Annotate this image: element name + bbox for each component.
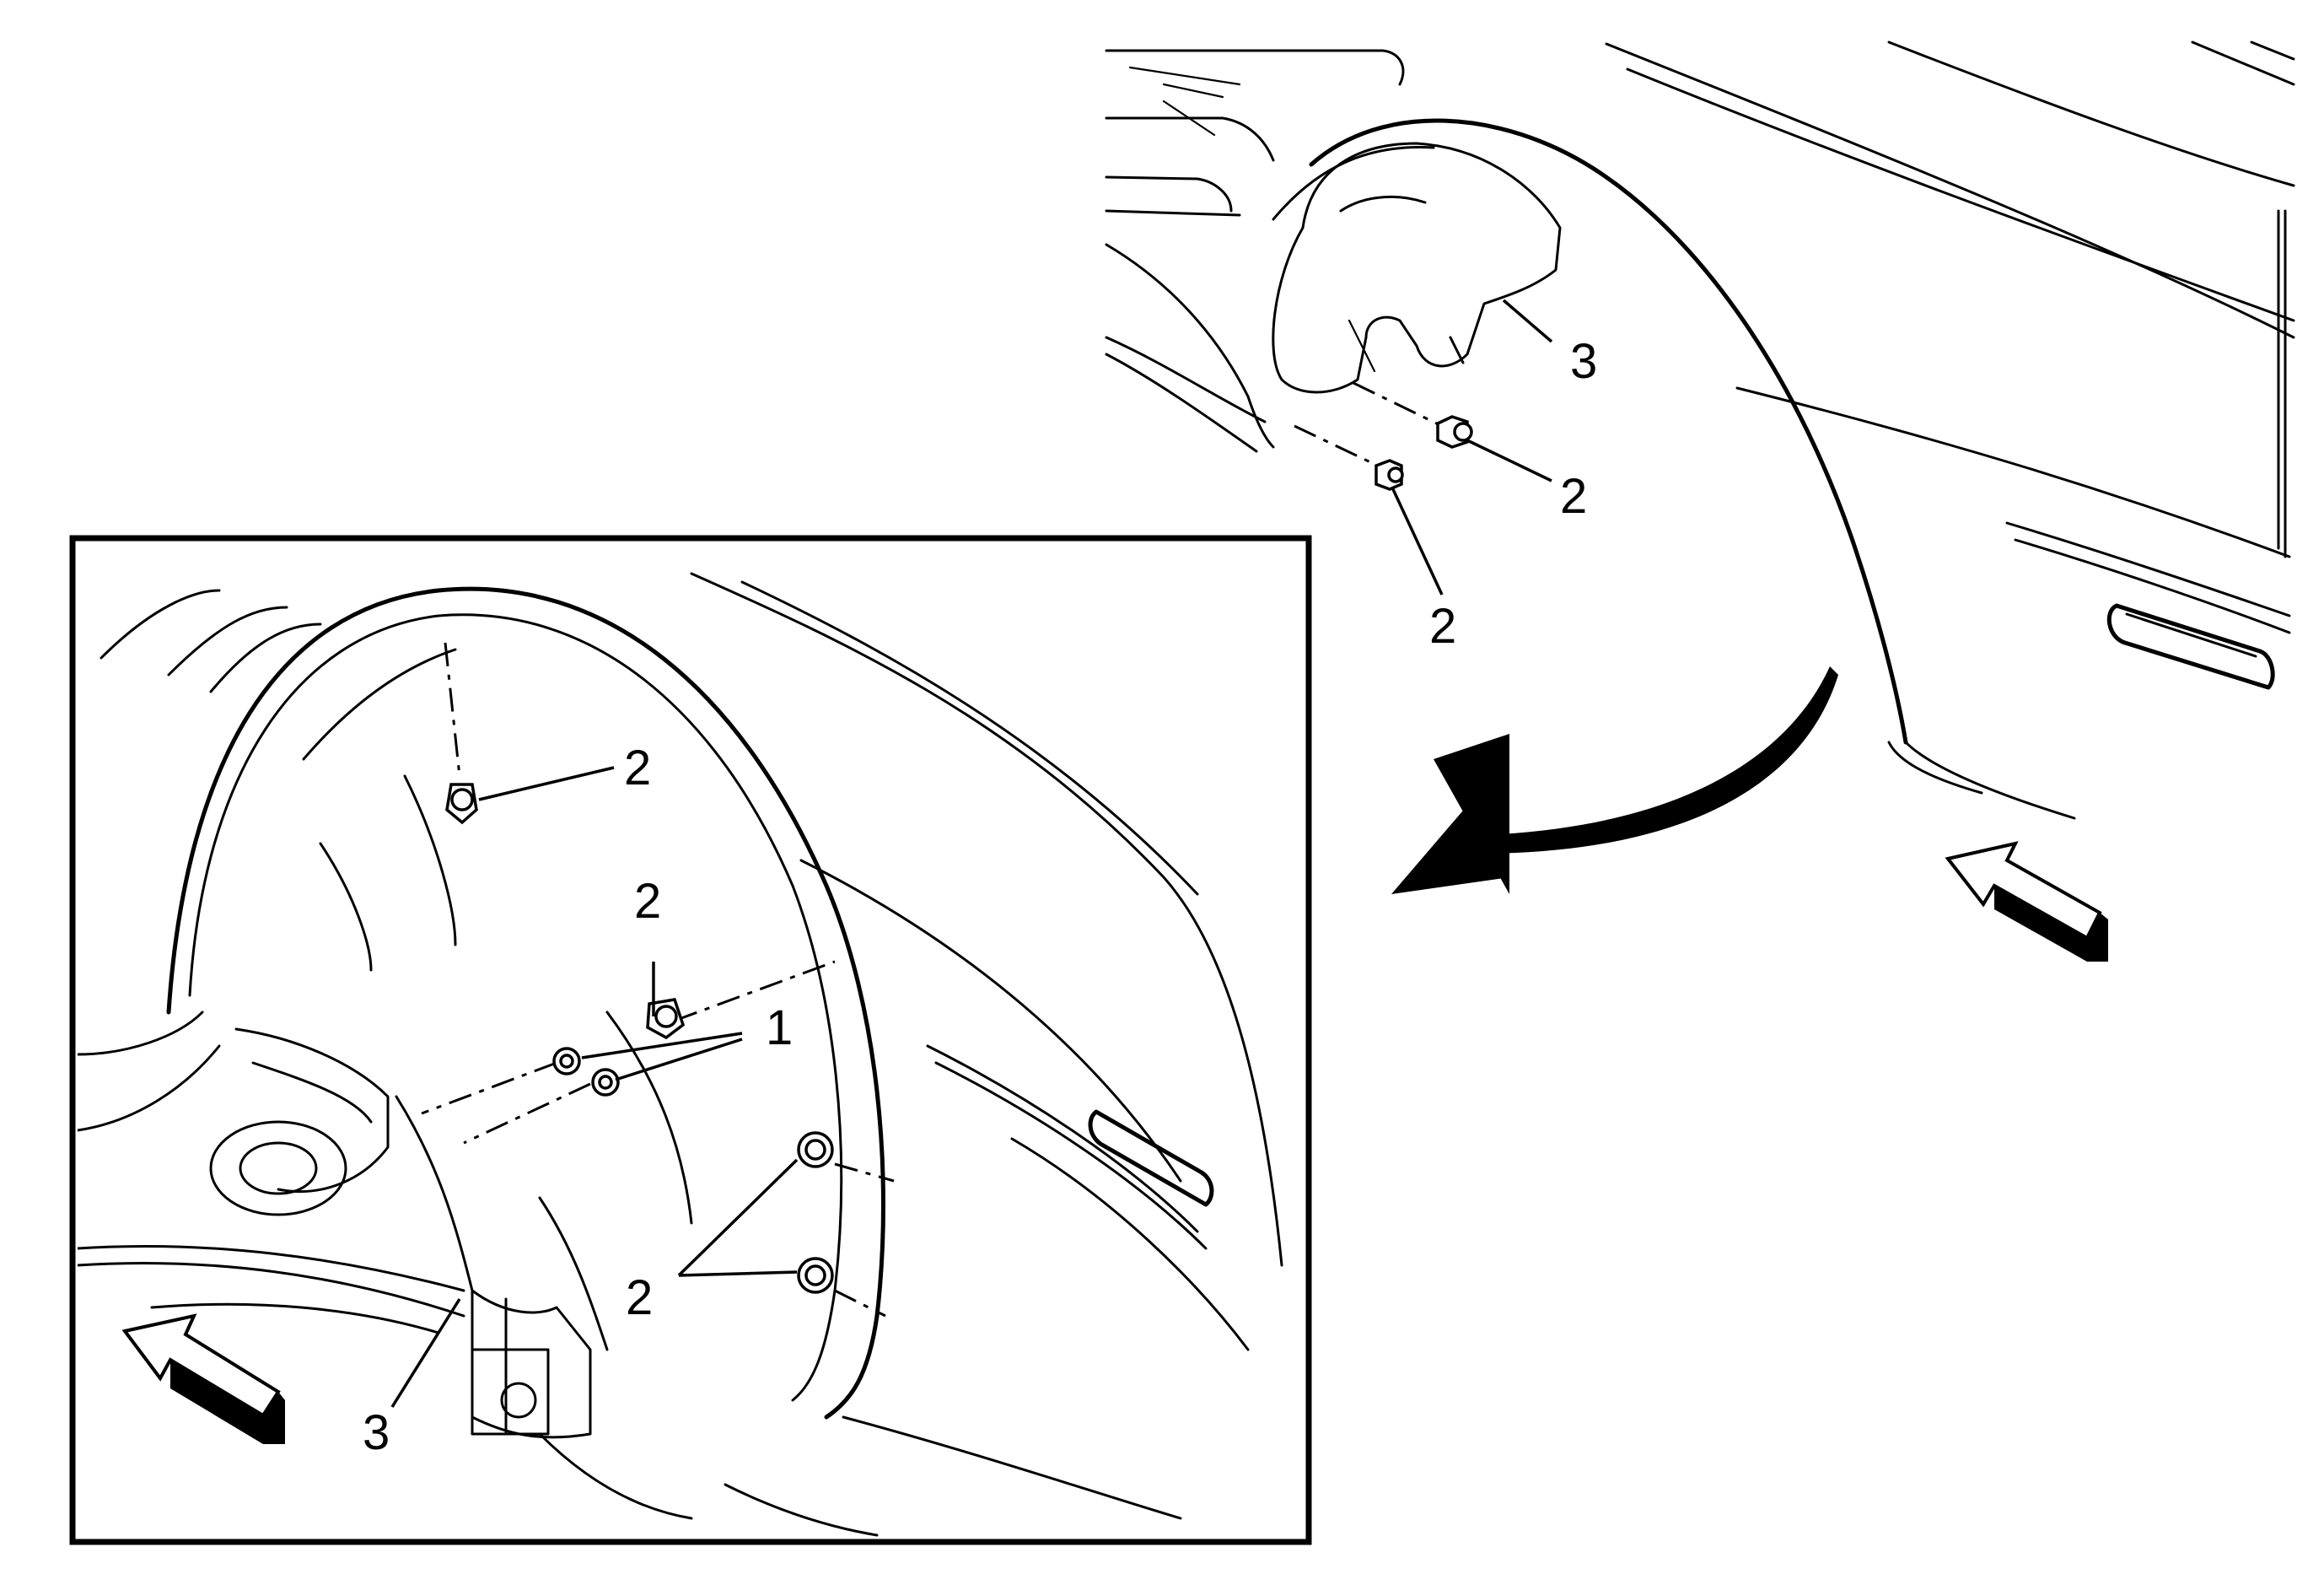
- inset-grommet-upper: [797, 1131, 834, 1168]
- side-marker-light: [2106, 603, 2275, 690]
- callout-1-inset: 1: [766, 1000, 793, 1055]
- callout-3-overview: 3: [1570, 334, 1597, 389]
- callout-2-inset-top: 2: [624, 741, 651, 795]
- callout-2-overview-lower: 2: [1429, 599, 1456, 654]
- curved-detail-arrow-icon: [1391, 666, 1838, 894]
- callout-3-inset: 3: [363, 1405, 390, 1460]
- inset-pin-1b: [591, 1068, 620, 1097]
- inset-grommet-lower: [797, 1257, 834, 1294]
- view-direction-arrow-top-icon: [1945, 841, 2108, 962]
- inset-fastener-top: [445, 783, 478, 825]
- overview-view: 3 2 2: [1105, 40, 2295, 962]
- callout-2-overview-right: 2: [1560, 469, 1587, 524]
- inset-side-marker: [1088, 1109, 1214, 1207]
- overview-liner: [1272, 142, 1562, 394]
- inset-fastener-mid: [646, 998, 686, 1040]
- callout-2-inset-mid: 2: [634, 874, 661, 929]
- view-direction-arrow-inset-icon: [121, 1313, 285, 1444]
- inset-pin-1a: [552, 1047, 581, 1075]
- callout-2-inset-lower: 2: [626, 1270, 653, 1325]
- overview-wheel-arch: [1272, 118, 2076, 820]
- overview-fastener-upper: [1436, 415, 1473, 449]
- overview-fastener-lower: [1374, 459, 1404, 491]
- inset-detail-view: 2 2 1 2 3: [69, 535, 1312, 1545]
